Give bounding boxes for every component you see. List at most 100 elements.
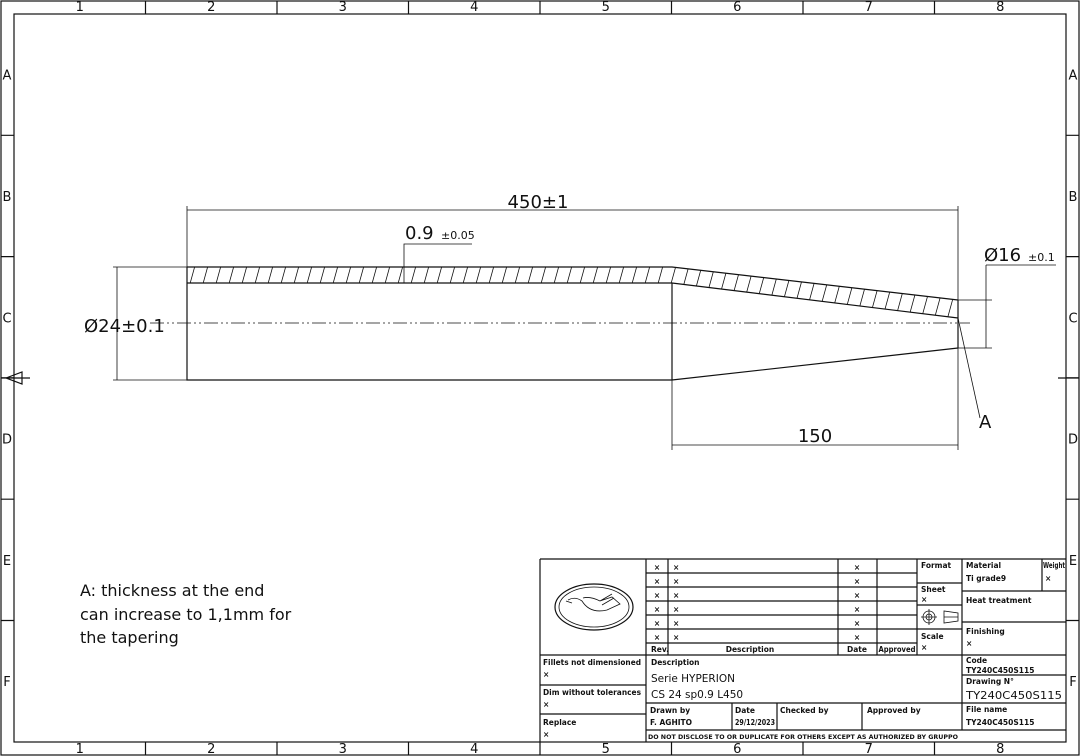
hatch-line — [673, 267, 691, 318]
row-label: C — [1068, 311, 1077, 326]
svg-text:×: × — [854, 605, 860, 614]
hatch-line — [400, 267, 418, 318]
svg-text:Finishing: Finishing — [966, 627, 1005, 636]
svg-text:Approved by: Approved by — [867, 706, 921, 715]
svg-text:CS 24 sp0.9 L450: CS 24 sp0.9 L450 — [651, 689, 743, 701]
svg-text:Approved: Approved — [879, 645, 916, 654]
hatch-line — [712, 267, 730, 318]
hatch-line — [283, 267, 301, 318]
revision-row: × × × — [654, 591, 860, 600]
hatch-line — [556, 267, 574, 318]
hatch-line — [855, 267, 873, 318]
svg-text:Code: Code — [966, 656, 987, 665]
svg-text:×: × — [673, 619, 679, 628]
hatch-line — [764, 267, 782, 318]
svg-text:Date: Date — [847, 645, 867, 654]
section-hatch — [187, 262, 1015, 320]
projection-symbol-icon — [921, 609, 959, 625]
svg-text:×: × — [654, 605, 660, 614]
svg-text:Checked by: Checked by — [780, 706, 829, 715]
dimension-overall-length: 450±1 — [186, 192, 959, 300]
hatch-line — [803, 267, 821, 318]
svg-text:Date: Date — [735, 706, 755, 715]
hatch-line — [660, 267, 678, 318]
hatch-line — [270, 267, 288, 318]
svg-text:Weight: Weight — [1043, 561, 1065, 570]
row-label: E — [1069, 554, 1077, 569]
column-label: 6 — [733, 742, 741, 756]
hatch-line — [244, 267, 262, 318]
hatch-line — [595, 267, 613, 318]
svg-text:×: × — [543, 730, 549, 739]
svg-text:×: × — [854, 563, 860, 572]
svg-text:×: × — [543, 670, 549, 679]
hatch-line — [907, 267, 925, 318]
hatch-line — [192, 267, 210, 318]
svg-text:A: A — [979, 412, 992, 433]
svg-text:TY240C450S115: TY240C450S115 — [965, 690, 1062, 702]
svg-text:×: × — [673, 591, 679, 600]
svg-text:Rev.: Rev. — [651, 645, 669, 654]
dimension-end-diameter: Ø16 ±0.1 — [958, 245, 1056, 349]
revision-row: ××× — [654, 577, 860, 586]
hatch-line — [231, 267, 249, 318]
hatch-line — [751, 267, 769, 318]
svg-text:Dim without tolerances: Dim without tolerances — [543, 688, 642, 697]
column-label: 8 — [996, 0, 1004, 15]
dimension-wall-thickness: 0.9 ±0.05 — [403, 223, 475, 283]
hatch-line — [946, 267, 958, 318]
svg-text:TY240C450S115: TY240C450S115 — [966, 718, 1034, 727]
hatch-line — [218, 267, 236, 318]
hatch-line — [361, 267, 379, 318]
svg-text:can increase to 1,1mm for: can increase to 1,1mm for — [80, 605, 292, 624]
row-label: B — [1069, 190, 1078, 205]
hatch-line — [439, 267, 457, 318]
hatch-line — [920, 267, 938, 318]
svg-text:×: × — [854, 619, 860, 628]
svg-text:Sheet: Sheet — [921, 585, 946, 594]
hatch-line — [504, 267, 522, 318]
column-label: 4 — [470, 0, 478, 15]
row-label: F — [3, 675, 10, 690]
svg-text:Description: Description — [651, 658, 700, 667]
hatch-line — [491, 267, 509, 318]
svg-text:×: × — [854, 633, 860, 642]
hatch-line — [790, 267, 808, 318]
title-block: ×××××××××××××××××× Rev. Description Date… — [539, 558, 1066, 742]
svg-text:Material: Material — [966, 561, 1001, 570]
column-label: 3 — [339, 742, 347, 756]
row-label: D — [2, 433, 12, 448]
hatch-line — [829, 267, 847, 318]
svg-text:×: × — [543, 700, 549, 709]
svg-text:the tapering: the tapering — [80, 628, 179, 647]
row-label: C — [2, 311, 11, 326]
svg-text:Ø16: Ø16 — [984, 245, 1021, 266]
svg-text:Drawing N°: Drawing N° — [966, 677, 1014, 686]
svg-text:×: × — [654, 577, 660, 586]
dimension-taper-length: 150 — [671, 348, 959, 450]
company-logo — [554, 583, 634, 631]
svg-text:×: × — [654, 591, 660, 600]
hatch-line — [621, 267, 639, 318]
hatch-line — [348, 267, 366, 318]
svg-text:F. AGHITO: F. AGHITO — [650, 718, 692, 727]
drawing-note: A: thickness at the end can increase to … — [80, 581, 292, 647]
row-label: A — [1069, 69, 1078, 84]
hatch-line — [478, 267, 496, 318]
hatch-line — [816, 267, 834, 318]
svg-text:0.9: 0.9 — [405, 223, 434, 244]
svg-text:×: × — [854, 591, 860, 600]
hatch-line — [999, 262, 1015, 320]
svg-text:Scale: Scale — [921, 632, 944, 641]
svg-text:File name: File name — [966, 705, 1007, 714]
svg-text:×: × — [966, 639, 972, 648]
centering-mark-icon — [1, 371, 30, 385]
row-label: A — [3, 69, 12, 84]
hatch-line — [335, 267, 353, 318]
hatch-line — [608, 267, 626, 318]
hatch-line — [257, 267, 275, 318]
svg-text:Serie HYPERION: Serie HYPERION — [651, 673, 735, 685]
hatch-line — [452, 267, 470, 318]
